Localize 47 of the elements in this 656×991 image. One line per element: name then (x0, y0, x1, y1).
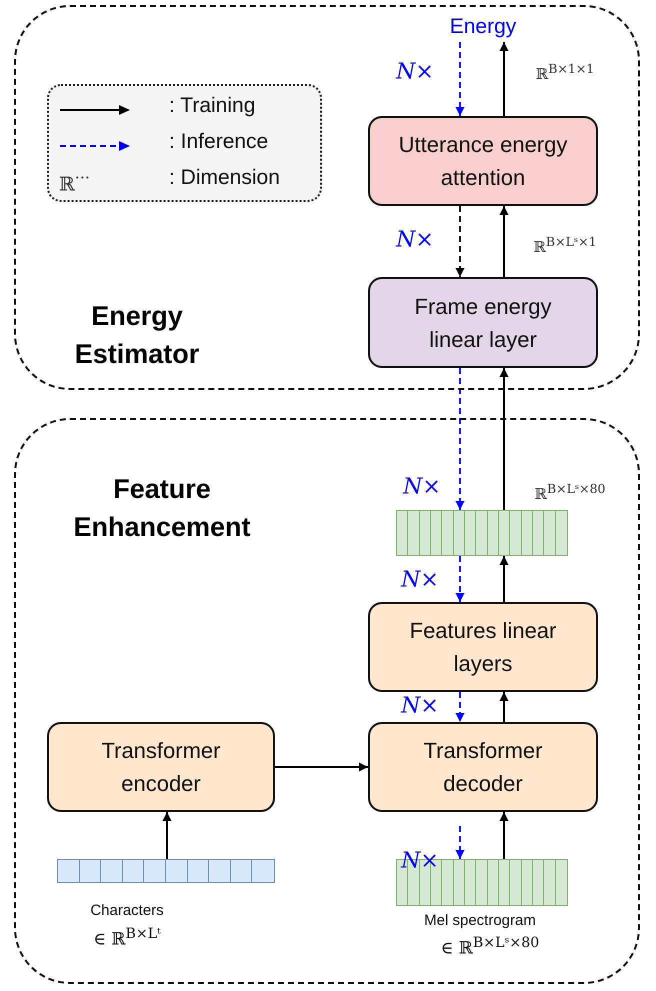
box-label: Utterance energy attention (398, 131, 568, 192)
arrow (500, 206, 508, 277)
process-box (368, 277, 598, 368)
arrow (500, 812, 508, 859)
feature-bar (57, 859, 275, 883)
repeat-label: N× (401, 568, 439, 592)
input-caption: Characters (90, 902, 164, 919)
arrow (500, 692, 508, 722)
group-title: Feature Enhancement (72, 473, 252, 544)
group-title: Energy Estimator (74, 300, 200, 371)
dimension-label: ℝ$^{B×Lˢ×80}$ (534, 481, 606, 503)
box-label: Features linear layers (408, 617, 558, 678)
feature-bar (396, 510, 568, 556)
process-box (47, 722, 275, 812)
arrow (500, 42, 508, 116)
repeat-label: N× (401, 848, 439, 874)
legend-text: : Dimension (169, 166, 280, 190)
dimension-label: ∈ ℝ$^{B×Lᵗ}$ (93, 926, 161, 950)
arrow (275, 762, 368, 772)
arrow (456, 692, 464, 722)
box-label: Frame energy linear layer (414, 292, 552, 354)
arrow (162, 812, 172, 859)
repeat-label: N× (403, 474, 441, 500)
box-label: Transformer decoder (422, 737, 544, 798)
arrow (456, 826, 464, 859)
process-box (368, 722, 598, 812)
legend-text: : Inference (169, 130, 268, 154)
dimension-label: ℝ$^{B×Lˢ×1}$ (533, 234, 597, 256)
output-label: Energy (450, 15, 516, 39)
dimension-symbol: ℝ$^{···}$ (59, 168, 90, 196)
repeat-label: N× (396, 228, 434, 252)
process-box (368, 116, 598, 206)
dimension-label: ℝ$^{B×1×1}$ (536, 61, 594, 83)
input-caption: Mel spectrogram (424, 912, 536, 929)
arrow (456, 206, 464, 277)
arrow (456, 42, 464, 116)
process-box (368, 602, 598, 692)
legend-text: : Training (169, 94, 256, 118)
arrow (456, 368, 464, 510)
group-frame (14, 418, 640, 984)
repeat-label: N× (396, 60, 434, 84)
arrow (500, 556, 508, 602)
repeat-label: N× (401, 694, 439, 718)
dimension-label: ∈ ℝ$^{B×Lˢ×80}$ (440, 935, 540, 959)
arrow (500, 368, 508, 510)
box-label: Transformer encoder (100, 737, 222, 798)
arrow (456, 556, 464, 602)
